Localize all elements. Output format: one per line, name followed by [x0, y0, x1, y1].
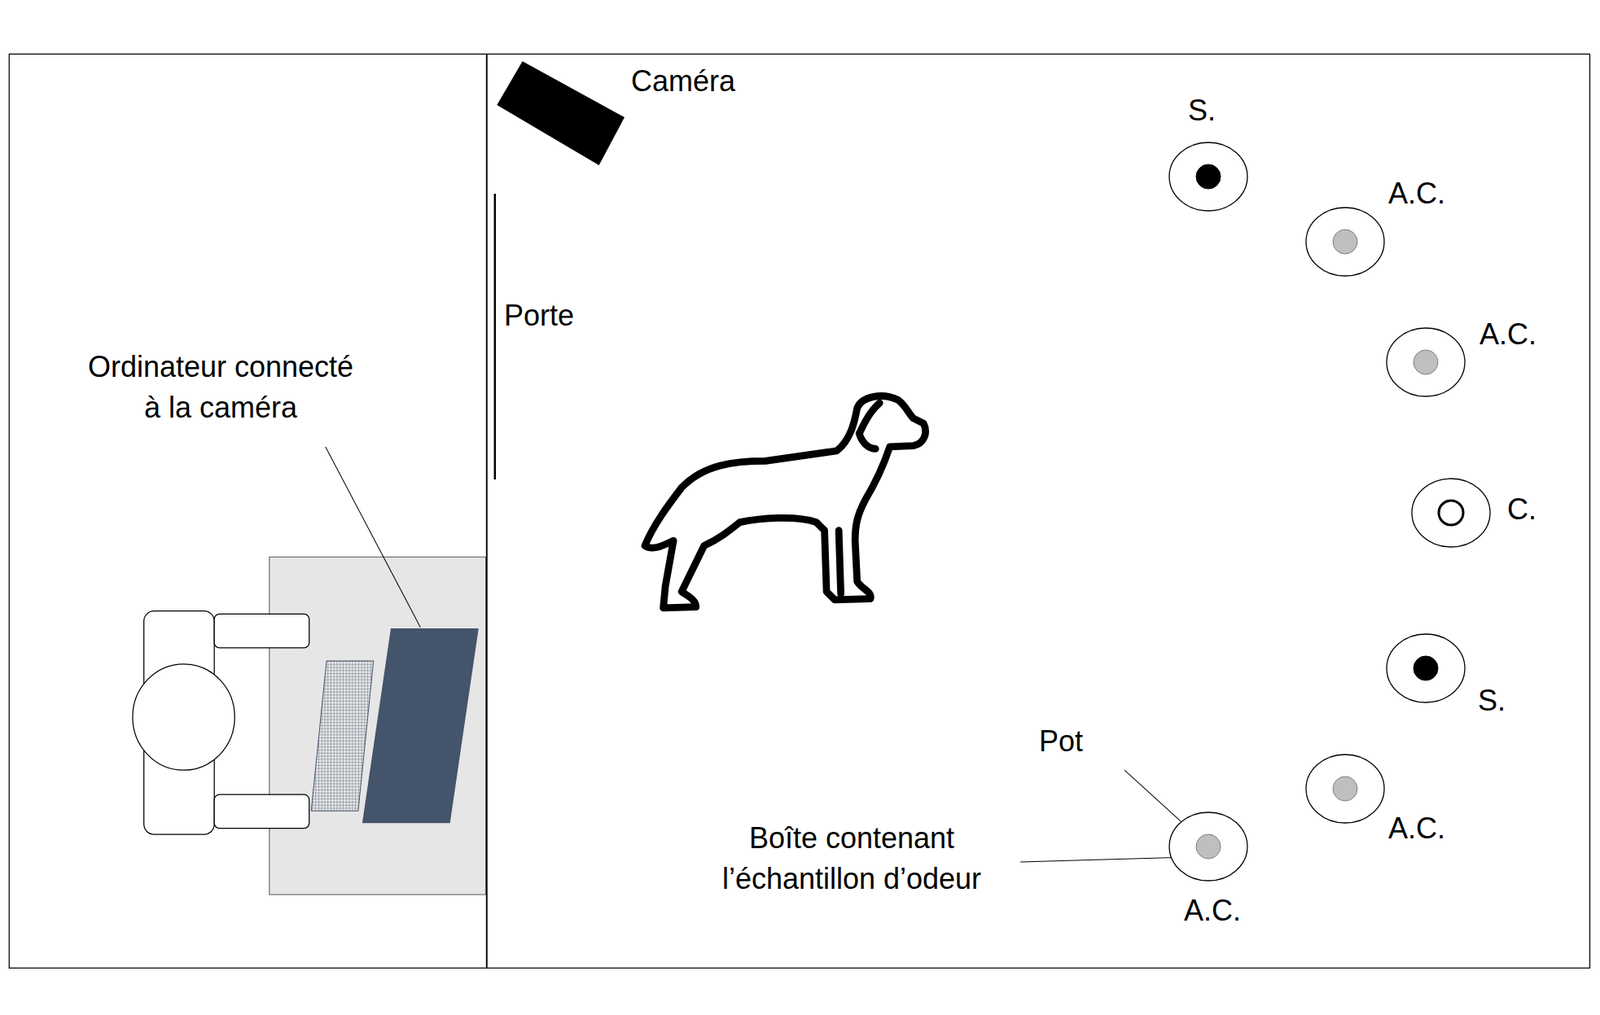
camera-symbol	[496, 61, 625, 166]
sample-box	[1332, 229, 1358, 255]
sample-box	[1196, 164, 1221, 189]
sample-box-callout: Boîte contenant l’échantillon d’odeur	[713, 818, 991, 900]
pot-label: S.	[1187, 90, 1216, 132]
pot-outline	[1411, 477, 1491, 548]
door-label: Porte	[504, 295, 575, 337]
scent-pot: A.C.	[1385, 327, 1466, 398]
sample-box	[1413, 656, 1438, 681]
sample-box	[1413, 350, 1438, 375]
sample-box	[1332, 776, 1358, 802]
desk	[269, 556, 487, 895]
leader-line	[1124, 770, 1181, 822]
pot-label: A.C.	[1388, 808, 1446, 850]
pot-outline	[1305, 206, 1386, 277]
dog-illustration	[644, 396, 926, 609]
scent-pot: A.C.	[1168, 811, 1249, 882]
computer-callout: Ordinateur connecté à la caméra	[82, 346, 360, 429]
pot-outline	[1168, 811, 1249, 882]
scent-pot: S.	[1385, 633, 1466, 704]
scent-pot: A.C.	[1305, 206, 1386, 277]
monitor	[362, 628, 479, 824]
leader-line	[1020, 857, 1197, 863]
pot-callout: Pot	[1038, 721, 1083, 763]
door	[494, 193, 497, 480]
room-outline	[8, 53, 1590, 969]
sample-box	[1438, 500, 1464, 526]
armrest	[214, 613, 310, 648]
pot-label: A.C.	[1388, 173, 1446, 215]
scent-pot: C.	[1411, 477, 1491, 548]
pot-label: S.	[1477, 680, 1506, 722]
sample-box	[1196, 834, 1221, 860]
person-head	[132, 664, 235, 771]
pot-label: C.	[1507, 489, 1537, 531]
pot-outline	[1385, 327, 1466, 398]
wall	[486, 53, 488, 969]
camera-label: Caméra	[631, 61, 736, 102]
scent-pot: A.C.	[1305, 753, 1386, 825]
scent-pot: S.	[1168, 141, 1249, 212]
pot-label: A.C.	[1183, 890, 1241, 932]
leader-line	[325, 447, 421, 628]
pot-label: A.C.	[1479, 314, 1537, 356]
pot-outline	[1385, 633, 1466, 704]
keyboard	[311, 661, 373, 811]
pot-outline	[1305, 753, 1386, 825]
armrest	[214, 794, 310, 829]
pot-outline	[1168, 141, 1249, 212]
